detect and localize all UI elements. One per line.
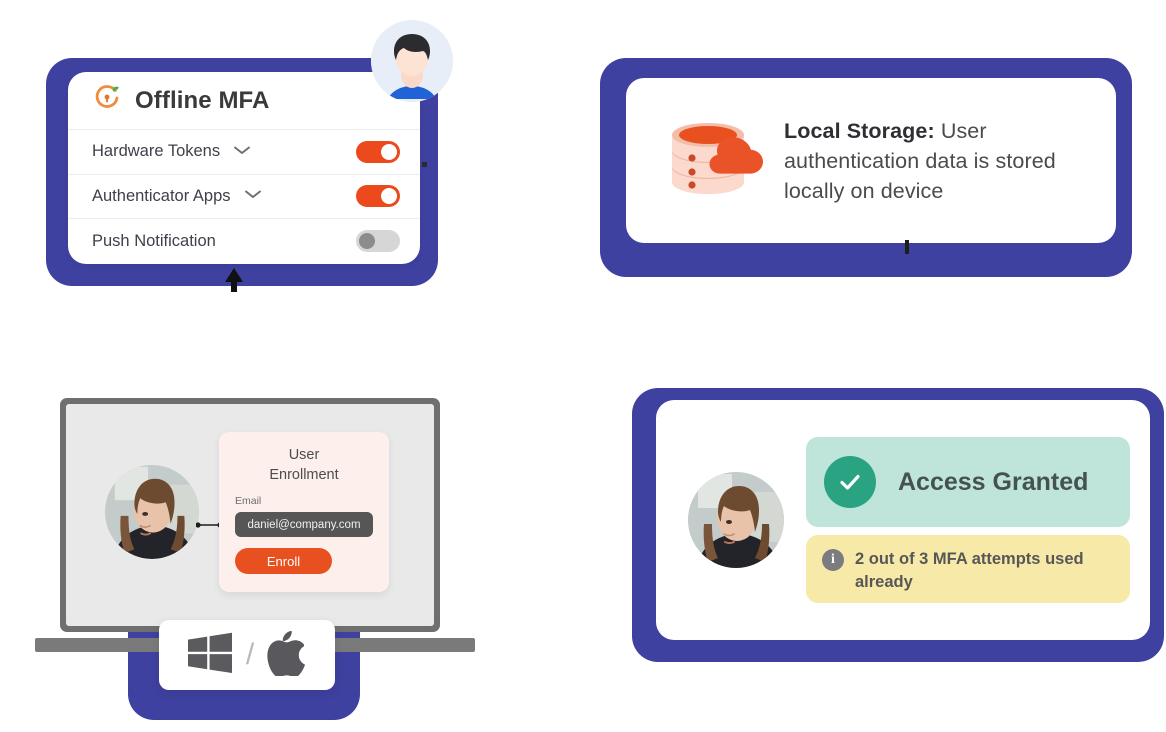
- enrollment-title-line1: User: [288, 447, 320, 463]
- toggle-knob: [359, 233, 375, 250]
- mfa-row-hardware-tokens[interactable]: Hardware Tokens: [68, 130, 420, 175]
- access-status-stack: Access Granted i 2 out of 3 MFA attempts…: [806, 437, 1130, 603]
- user-photo-avatar: [105, 465, 199, 559]
- check-circle-icon: [824, 456, 876, 508]
- windows-logo-icon: [187, 631, 233, 680]
- email-field-label: Email: [235, 495, 262, 507]
- access-granted-label: Access Granted: [898, 467, 1089, 496]
- enrollment-title: User Enrollment: [235, 445, 373, 485]
- mfa-toggle-push-notification[interactable]: [356, 230, 400, 253]
- access-granted-card: Access Granted i 2 out of 3 MFA attempts…: [656, 400, 1150, 640]
- enrollment-title-line2: Enrollment: [269, 467, 339, 483]
- database-cloud-icon: [666, 115, 766, 206]
- mfa-row-label: Authenticator Apps: [92, 186, 231, 205]
- apple-logo-icon: [267, 630, 307, 681]
- connector-dot-icon: [422, 162, 427, 167]
- enroll-button[interactable]: Enroll: [235, 548, 332, 574]
- mfa-row-label: Push Notification: [92, 231, 216, 250]
- mfa-row-label: Hardware Tokens: [92, 142, 221, 161]
- mfa-row-authenticator-apps[interactable]: Authenticator Apps: [68, 175, 420, 219]
- mfa-title: Offline MFA: [135, 86, 270, 114]
- toggle-knob: [381, 188, 397, 205]
- mfa-toggle-authenticator-apps[interactable]: [356, 185, 400, 208]
- chevron-down-icon[interactable]: [243, 187, 263, 205]
- info-glyph: i: [831, 552, 835, 567]
- offline-mfa-card: Offline MFA Hardware Tokens Authenticato…: [68, 72, 420, 264]
- local-storage-body: User authentication data is stored local…: [784, 118, 1056, 203]
- mfa-toggle-hardware-tokens[interactable]: [356, 140, 400, 163]
- user-avatar-illustration: [371, 20, 453, 102]
- local-storage-title: Local Storage:: [784, 118, 935, 143]
- info-circle-icon: i: [822, 549, 844, 571]
- mfa-row-push-notification[interactable]: Push Notification: [68, 219, 420, 264]
- user-enrollment-form: User Enrollment Email daniel@company.com…: [219, 432, 389, 592]
- email-field[interactable]: daniel@company.com: [235, 512, 373, 537]
- mfa-attempts-text: 2 out of 3 MFA attempts used already: [855, 550, 1084, 591]
- os-compatibility-badge: /: [159, 620, 335, 690]
- access-granted-banner: Access Granted: [806, 437, 1130, 527]
- offline-mfa-logo-icon: [92, 83, 122, 118]
- toggle-knob: [381, 143, 397, 160]
- mfa-card-header: Offline MFA: [68, 72, 420, 130]
- chevron-down-icon[interactable]: [232, 143, 252, 161]
- arrow-up-icon: [225, 268, 243, 292]
- mfa-attempts-notice: i 2 out of 3 MFA attempts used already: [806, 535, 1130, 603]
- connector-dash-icon: [905, 240, 909, 254]
- separator-slash: /: [245, 638, 255, 671]
- user-photo-avatar: [688, 472, 784, 568]
- local-storage-text: Local Storage: User authentication data …: [784, 116, 1094, 206]
- local-storage-card: Local Storage: User authentication data …: [626, 78, 1116, 243]
